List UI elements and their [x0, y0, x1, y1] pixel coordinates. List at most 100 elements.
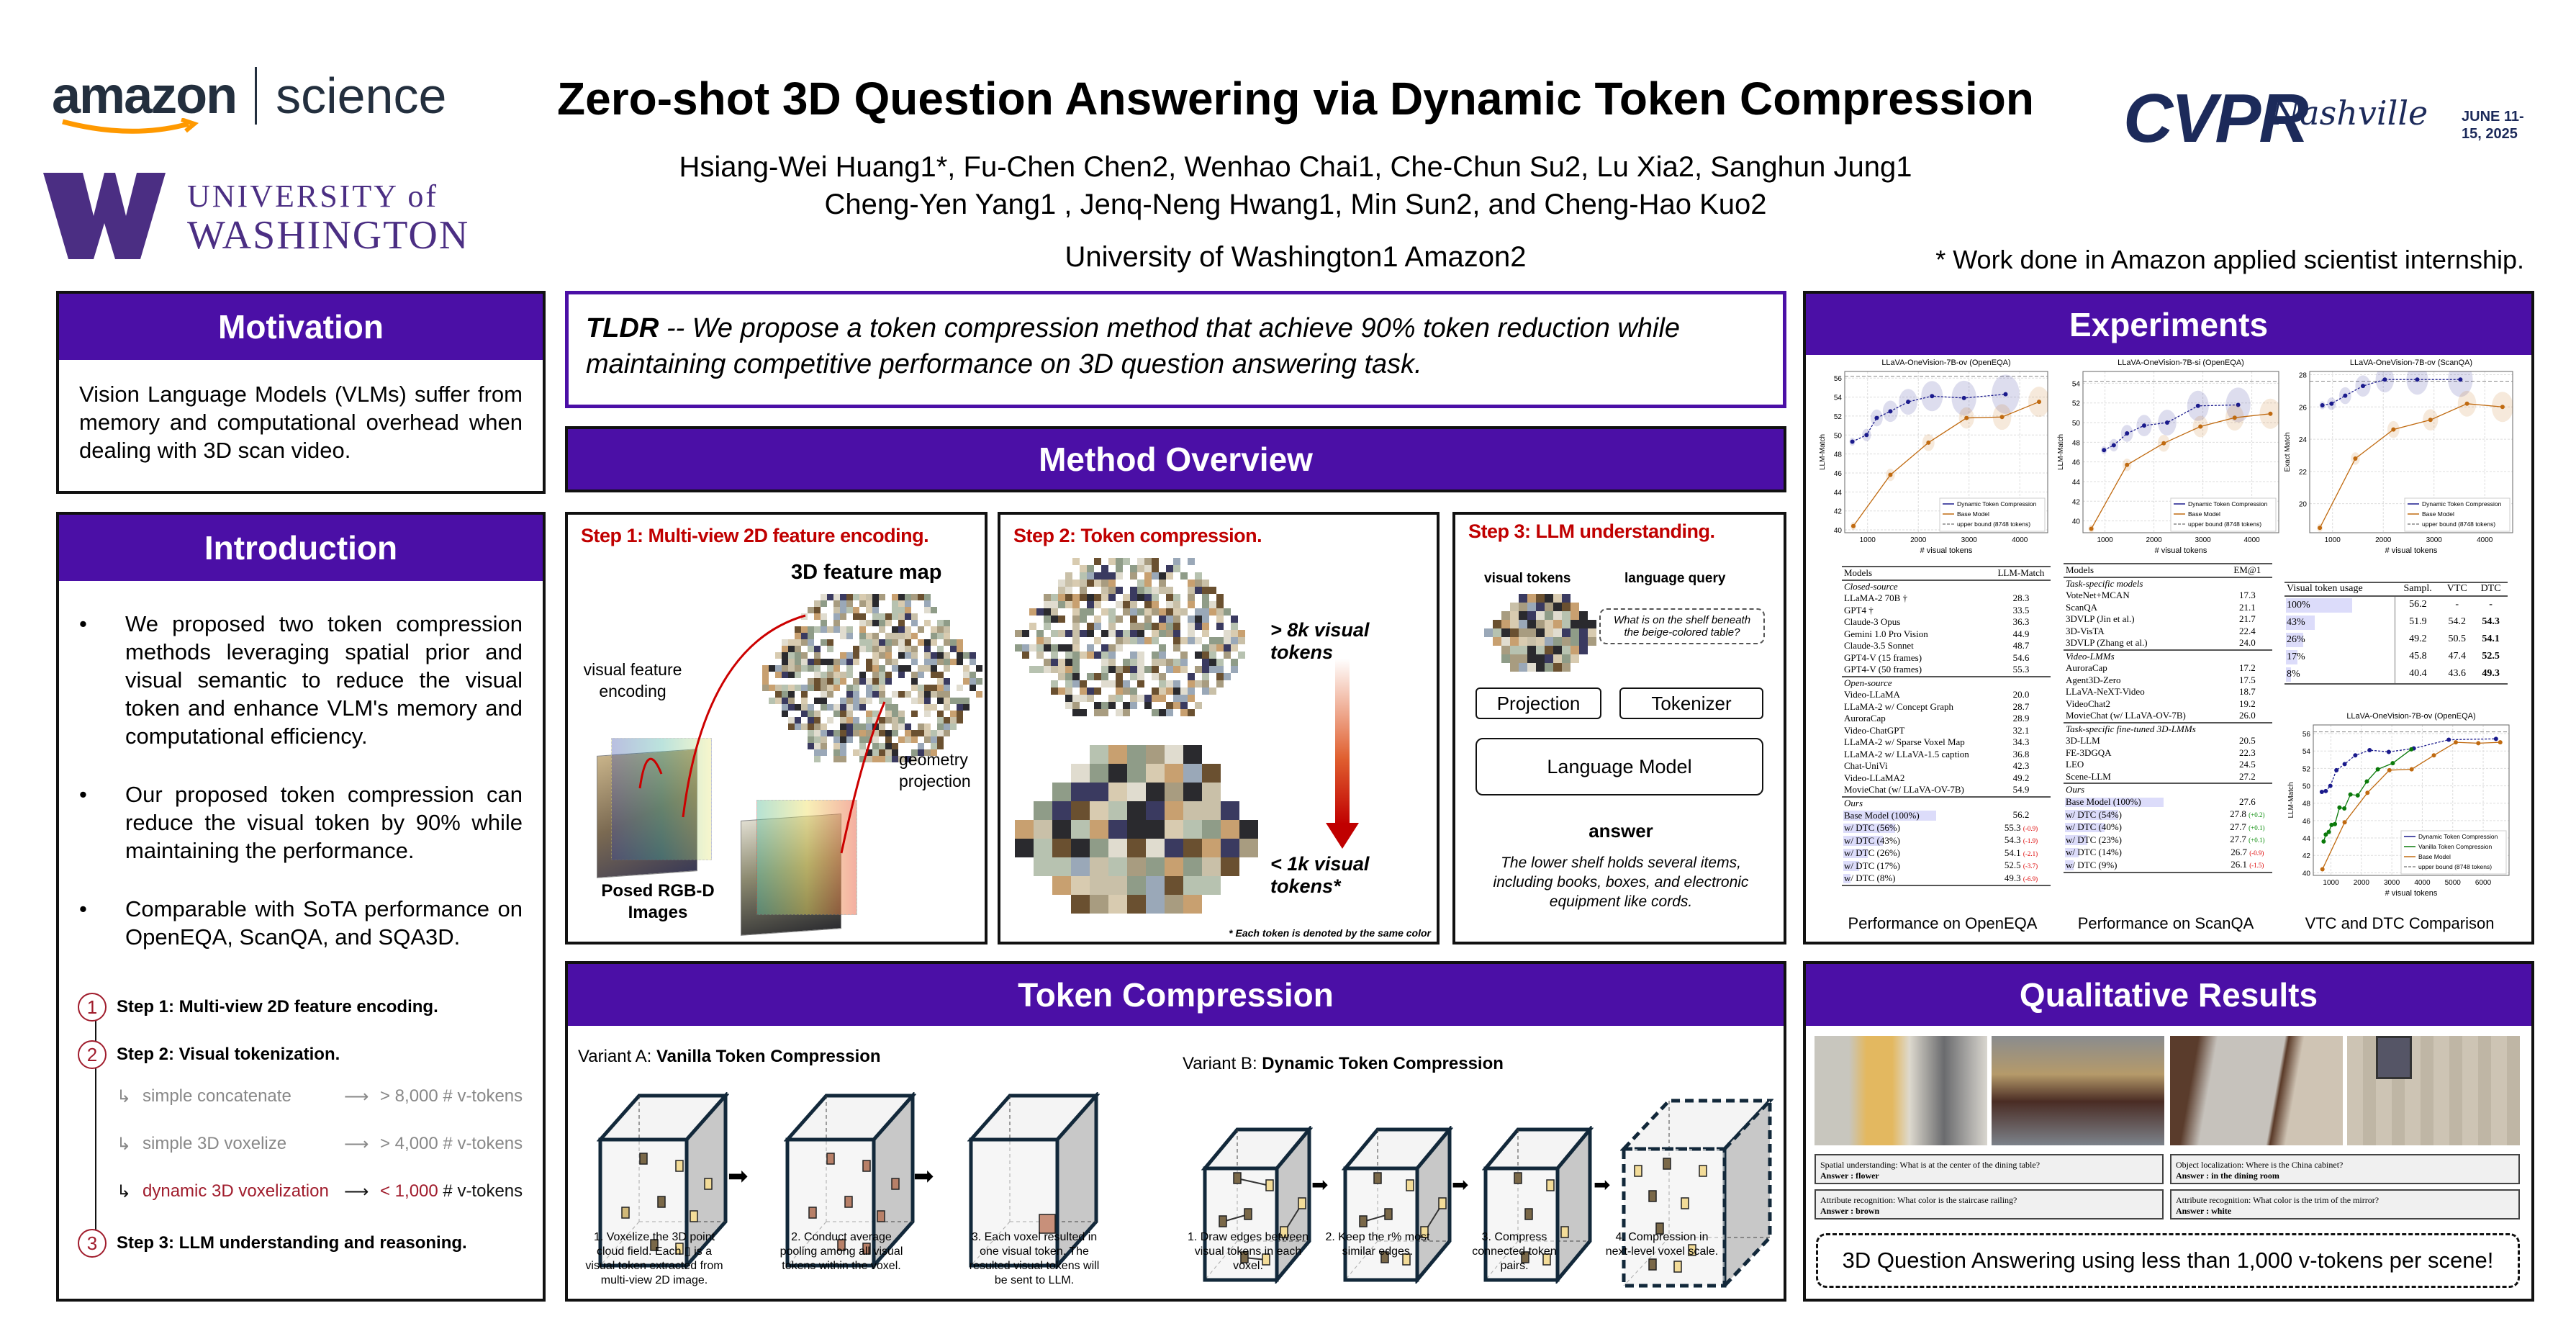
data-point [2089, 526, 2094, 531]
data-point [2329, 401, 2334, 406]
score: 21.7 [2238, 613, 2256, 624]
visual-feature-encoding-label: visual feature encoding [583, 660, 682, 700]
score: 36.3 [2012, 616, 2030, 627]
table-row: GPT4-V (15 frames)54.6 [1842, 652, 2051, 664]
model-name: Video-LLaMA [1844, 689, 1900, 700]
language-model-box: Language Model [1475, 738, 1763, 795]
error-ellipse [2448, 371, 2473, 397]
y-tick-label: 50 [1834, 432, 1843, 440]
step-2-circle: 2 [78, 1040, 107, 1069]
data-point [1864, 433, 1869, 438]
y-tick-label: 52 [2302, 765, 2311, 773]
step-2-label: Step 2: Visual tokenization. [117, 1045, 340, 1064]
score: 19.2 [2238, 698, 2256, 709]
uw-text-bottom: WASHINGTON [187, 213, 470, 258]
x-tick-label: 5000 [2445, 879, 2462, 887]
plot-frame [1844, 371, 2048, 533]
substep-unit: # v-tokens [443, 1181, 523, 1201]
qa-card: Object localization: Where is the China … [2170, 1154, 2520, 1184]
y-tick-label: 46 [2072, 459, 2081, 467]
legend-box [2170, 497, 2277, 532]
substep-method: simple 3D voxelize [143, 1134, 287, 1153]
y-tick-label: 54 [1834, 395, 1843, 402]
data-point [2364, 779, 2369, 784]
data-point [2476, 741, 2481, 746]
legend-box [1939, 497, 2046, 532]
chart-title: LLaVA-OneVision-7B-ov (OpenEQA) [1881, 359, 2010, 367]
qa-answer: Answer : flower [1820, 1171, 1879, 1181]
data-point [2321, 839, 2326, 844]
x-tick-label: 4000 [2477, 536, 2493, 544]
legend-label: upper bound (8748 tokens) [1957, 520, 2030, 528]
data-point [2453, 740, 2458, 745]
model-name: MovieChat (w/ LLaVA-OV-7B) [1844, 784, 1964, 795]
table-section-label: Video-LMMs [2064, 649, 2272, 662]
model-name: Claude-3 Opus [1844, 616, 1901, 627]
chart-scanqa-ov: LLaVA-OneVision-7B-ov (ScanQA)2022242628… [2284, 359, 2513, 555]
y-tick-label: 40 [2072, 518, 2081, 526]
data-point [2493, 736, 2498, 741]
table-row: 3DVLP (Zhang et al.)24.0 [2064, 637, 2272, 650]
score: 49.2 [2012, 772, 2030, 783]
step2-title: Step 2: Token compression. [1013, 525, 1262, 546]
intro-bullets: •We proposed two token compression metho… [59, 581, 543, 951]
model-name: w/ DTC (54%) [2065, 808, 2122, 820]
compressed-token-scene [1015, 745, 1258, 914]
bullet-text: We proposed two token compression method… [125, 611, 523, 749]
model-name: w/ DTC (26%) [1843, 847, 1900, 858]
y-tick-label: 42 [2302, 852, 2311, 860]
y-tick-label: 54 [2072, 380, 2081, 388]
x-tick-label: 1000 [2325, 536, 2341, 544]
legend-label: Base Model [1957, 510, 1989, 518]
step-3-label: Step 3: LLM understanding and reasoning. [117, 1233, 467, 1253]
model-name: VoteNet+MCAN [2066, 590, 2130, 600]
y-tick-label: 42 [1834, 508, 1843, 516]
amazon-science-logo: amazon science [52, 66, 447, 134]
science-wordmark: science [276, 68, 447, 124]
y-tick-label: 48 [2072, 439, 2081, 447]
data-point [2326, 829, 2331, 834]
score: 28.3 [2012, 592, 2030, 603]
y-axis-label: LLM-Match [1819, 434, 1827, 470]
score: 22.3 [2238, 747, 2256, 758]
qa-question: Object localization: Where is the China … [2176, 1160, 2344, 1170]
intro-bullet: •Comparable with SoTA performance on Ope… [79, 896, 523, 950]
table-row-ours: w/ DTC (23%)27.7 (+0.1) [2064, 834, 2272, 847]
substep-count: > 4,000 [380, 1134, 438, 1153]
step-1-label: Step 1: Multi-view 2D feature encoding. [117, 997, 438, 1016]
data-point [2415, 377, 2420, 382]
score: 27.6 [2238, 795, 2256, 807]
x-tick-label: 1000 [1860, 536, 1876, 544]
x-axis-label: # visual tokens [2155, 546, 2207, 555]
uw-logo: UNIVERSITY of WASHINGTON [43, 173, 469, 259]
qa-question: Spatial understanding: What is at the ce… [1820, 1160, 2041, 1170]
geometry-projection-label: geometry projection [899, 750, 971, 790]
projection-arrows [638, 614, 886, 854]
amazon-smile-icon [62, 118, 199, 134]
series-line-dynamic-token-compression [2321, 738, 2496, 793]
variant-b-name: Dynamic Token Compression [1262, 1054, 1504, 1073]
table-section-label: Task-specific models [2064, 576, 2272, 590]
data-point [2236, 402, 2241, 407]
series-line-base-model [1853, 401, 2040, 527]
model-name: GPT4-V (15 frames) [1844, 652, 1922, 663]
substep-unit: # v-tokens [443, 1086, 523, 1106]
cvpr-city: Nashville [2271, 94, 2428, 132]
data-point [2498, 740, 2503, 745]
score: 28.7 [2012, 700, 2030, 712]
y-tick-label: 28 [2299, 371, 2308, 379]
table-row-ours: w/ DTC (40%)27.7 (+0.1) [2064, 821, 2272, 834]
chart-openeqa-ov: LLaVA-OneVision-7B-ov (OpenEQA)404244464… [1819, 359, 2048, 555]
substep-highlight: ↳dynamic 3D voxelization⟶< 1,000 # v-tok… [117, 1181, 523, 1202]
col-header: LLM-Match [1991, 566, 2051, 581]
model-name: Claude-3.5 Sonnet [1844, 640, 1914, 651]
chart-title: LLaVA-OneVision-7B-si (OpenEQA) [2118, 359, 2244, 367]
projection-box: Projection [1475, 687, 1601, 719]
model-name: Video-ChatGPT [1844, 724, 1905, 736]
